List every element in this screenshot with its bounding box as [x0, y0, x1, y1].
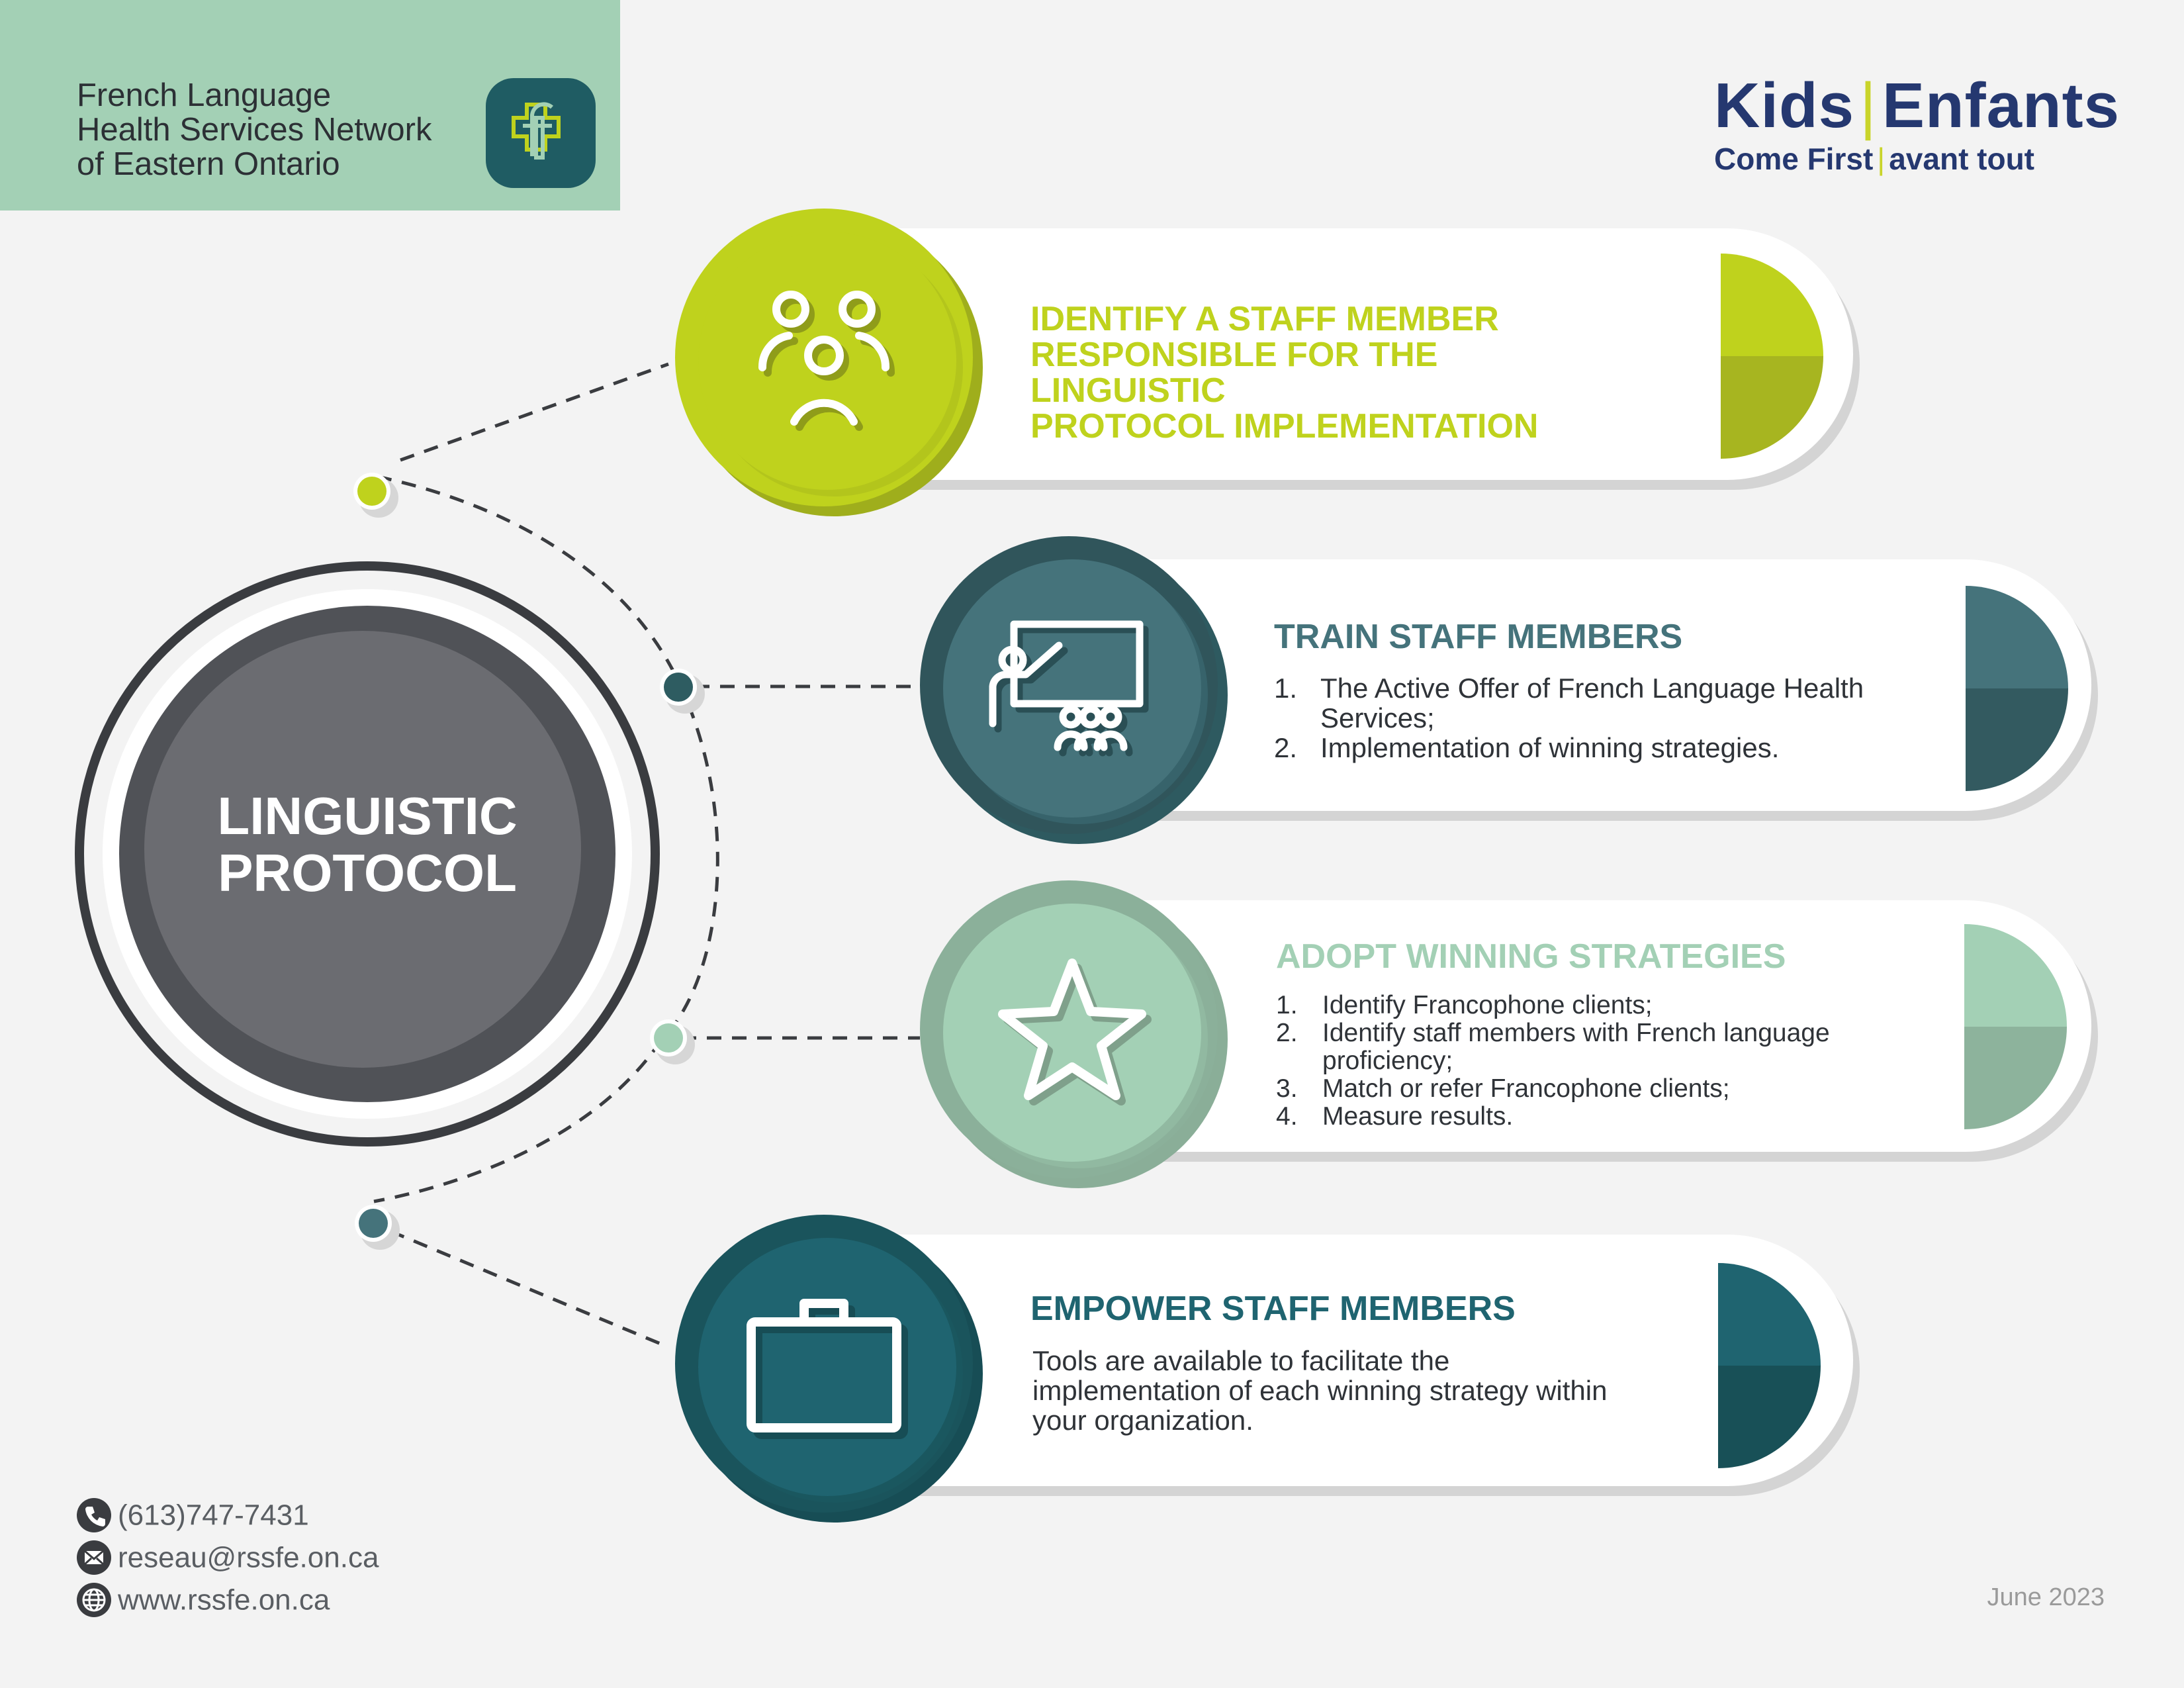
center-title: LINGUISTIC PROTOCOL [152, 788, 582, 902]
step-3-item-2: 2. Identify staff members with French la… [1276, 1019, 1971, 1075]
org-name-line-1: French Language [77, 77, 332, 113]
contact-email-text: reseau@rssfe.on.ca [118, 1541, 379, 1574]
step-3-title: ADOPT WINNING STRATEGIES [1276, 937, 1786, 976]
org-name: French Language Health Services Network … [77, 78, 474, 181]
step-3-item-1: 1. Identify Francophone clients; [1276, 992, 1971, 1019]
step-3-item-2-line-2: proficiency; [1322, 1047, 1453, 1075]
step-3-item-4-line-1: Measure results. [1322, 1102, 1514, 1131]
step-1-icon-circle [675, 209, 983, 516]
step-3-item-2-line-1: Identify staff members with French langu… [1322, 1019, 1830, 1047]
logo-enfants-text: Enfants [1882, 70, 2120, 141]
step-3-item-3-line-1: Match or refer Francophone clients; [1322, 1074, 1730, 1103]
step-4-body-line-2: implementation of each winning strategy … [1032, 1375, 1608, 1406]
contact-website-text: www.rssfe.on.ca [118, 1583, 330, 1617]
step-3-item-3: 3. Match or refer Francophone clients; [1276, 1075, 1971, 1103]
step-3-item-3-num: 3. [1276, 1074, 1298, 1103]
step-3-icon-circle [920, 880, 1228, 1188]
step-2-title: TRAIN STAFF MEMBERS [1274, 618, 1683, 656]
center-title-line-1: LINGUISTIC [217, 786, 518, 845]
step-1-title-line-2: RESPONSIBLE FOR THE LINGUISTIC [1030, 336, 1438, 410]
logo-avant-tout-text: avant tout [1889, 142, 2034, 176]
org-name-line-2: Health Services Network [77, 112, 432, 148]
step-3-item-4-num: 4. [1276, 1102, 1298, 1131]
step-3-item-4: 4. Measure results. [1276, 1103, 1971, 1131]
step-3-item-1-num: 1. [1276, 991, 1298, 1019]
logo-kids-text: Kids [1714, 70, 1855, 141]
step-2-card [1072, 559, 2091, 811]
mail-icon [77, 1540, 111, 1575]
step-2-item-2-num: 2. [1274, 732, 1298, 763]
contact-phone-text: (613)747-7431 [118, 1499, 309, 1532]
step-2-item-2: 2. Implementation of winning strategies. [1274, 733, 1969, 763]
step-2-half-disc [1966, 586, 2068, 791]
step-3-item-2-num: 2. [1276, 1019, 1298, 1047]
contact-phone: (613)747-7431 [77, 1497, 540, 1533]
org-name-line-3: of Eastern Ontario [77, 146, 340, 182]
step-4-body-line-3: your organization. [1032, 1405, 1253, 1436]
step-3-list: 1. Identify Francophone clients; 2. Iden… [1276, 992, 1971, 1131]
step-1-title-line-3: PROTOCOL IMPLEMENTATION [1030, 407, 1539, 445]
logo-come-first-text: Come First [1714, 142, 1874, 176]
step-1-title: IDENTIFY A STAFF MEMBER RESPONSIBLE FOR … [1030, 301, 1626, 444]
step-2-item-1-line-2: Services; [1320, 702, 1435, 733]
center-title-line-2: PROTOCOL [218, 843, 517, 902]
phone-icon [77, 1498, 111, 1533]
step-1-half-disc [1721, 254, 1823, 459]
step-2-item-1-line-1: The Active Offer of French Language Heal… [1320, 673, 1864, 704]
step-1-title-line-1: IDENTIFY A STAFF MEMBER [1030, 300, 1499, 338]
publication-date: June 2023 [1987, 1583, 2105, 1611]
step-4-title: EMPOWER STAFF MEMBERS [1030, 1289, 1516, 1328]
step-3-item-1-line-1: Identify Francophone clients; [1322, 991, 1653, 1019]
globe-icon [77, 1583, 111, 1618]
step-2-list: 1. The Active Offer of French Language H… [1274, 673, 1969, 763]
contact-email: reseau@rssfe.on.ca [77, 1540, 540, 1575]
contact-website: www.rssfe.on.ca [77, 1582, 540, 1618]
center-circle [75, 561, 660, 1147]
briefcase-icon [747, 1299, 908, 1439]
step-4-body: Tools are available to facilitate the im… [1032, 1346, 1727, 1435]
step-4-body-line-1: Tools are available to facilitate the [1032, 1345, 1450, 1376]
people-group-icon [758, 291, 895, 431]
step-2-item-2-line-1: Implementation of winning strategies. [1320, 732, 1780, 763]
step-3-card [1072, 900, 2091, 1152]
star-icon [998, 959, 1152, 1105]
step-4-half-disc [1718, 1263, 1821, 1468]
step-2-item-1: 1. The Active Offer of French Language H… [1274, 673, 1969, 733]
rssfe-logo-icon [486, 78, 596, 188]
teacher-presentation-icon [989, 620, 1149, 757]
step-2-item-1-num: 1. [1274, 673, 1298, 704]
step-3-half-disc [1964, 924, 2067, 1129]
kids-come-first-logo: Kids|Enfants Come First|avant tout [1714, 70, 2120, 177]
